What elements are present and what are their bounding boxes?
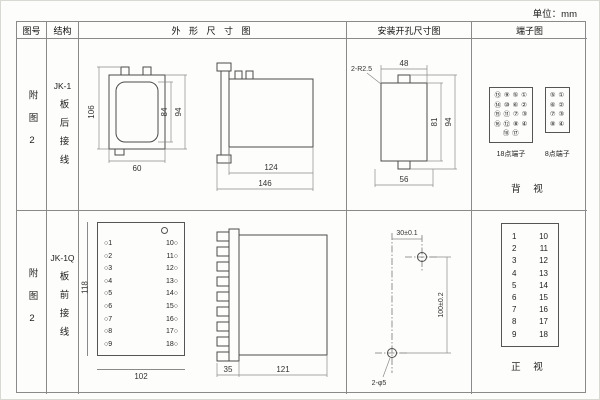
jk1-cutout-shape <box>380 74 428 170</box>
dim-102: 102 <box>134 372 148 381</box>
jk1-side-dim-lines <box>216 147 314 191</box>
hole-diameter-label: 2-φ5 <box>372 380 387 387</box>
header-terminal-drawing: 端子图 <box>472 22 587 39</box>
dim-106: 106 <box>87 105 96 119</box>
radius-callout: 2-R2.5 <box>351 66 372 73</box>
jk1-mounting-drawing: 2-R2.5 48 81 94 56 <box>351 59 457 187</box>
jk1q-mounting-texts: 30±0.1 100±0.2 2-φ5 <box>372 230 445 387</box>
dim-94: 94 <box>174 107 183 116</box>
jk1-mounting-texts: 2-R2.5 48 81 94 56 <box>351 59 453 184</box>
row1-fig-cell: 附图2 <box>17 39 47 211</box>
jk1q-mounting-dim-lines <box>382 238 451 378</box>
dim-81: 81 <box>430 117 439 126</box>
row2-mounting-cell: 30±0.1 100±0.2 2-φ5 <box>347 211 472 394</box>
dim-line-102 <box>97 369 185 370</box>
jk1q-left-terminals: ○1 ○2 ○3 ○4 ○5 ○6 ○7 ○8 ○9 <box>104 240 113 348</box>
jk1q-mounting-drawing: 30±0.1 100±0.2 2-φ5 <box>372 230 451 387</box>
screw-hole-icon <box>161 227 168 234</box>
dim-84: 84 <box>160 107 169 116</box>
dim-30: 30±0.1 <box>396 230 417 237</box>
header-structure: 结构 <box>47 22 79 39</box>
dim-124: 124 <box>264 163 278 172</box>
jk1q-side-dim-lines <box>216 355 328 377</box>
jk1q-front-view: ○1 ○2 ○3 ○4 ○5 ○6 ○7 ○8 ○9 10○ 11○ 12○ 1… <box>97 222 185 356</box>
terminal-numbers-right: 10 11 12 13 14 15 16 17 18 <box>539 232 548 339</box>
dim-100: 100±0.2 <box>438 292 445 317</box>
jk1q-terminal-columns: ○1 ○2 ○3 ○4 ○5 ○6 ○7 ○8 ○9 10○ 11○ 12○ 1… <box>98 223 184 355</box>
jk1-dim-texts: 106 84 94 60 124 146 <box>87 105 278 188</box>
terminal-block-8-label: 8点端子 <box>544 151 570 158</box>
dim-121: 121 <box>276 365 290 374</box>
terminal-block-18-label: 18点端子 <box>496 151 526 158</box>
terminal-blocks: ⑬ ⑨ ⑤ ① ⑭ ⑩ ⑥ ② ⑮ ⑪ ⑦ ③ ⑯ ⑫ ⑧ ④ ⑱ ⑰ 18点端… <box>472 87 587 159</box>
dim-118: 118 <box>80 281 90 294</box>
rear-view-label: 背 视 <box>511 184 548 195</box>
mounting-holes <box>387 252 427 358</box>
dim-48: 48 <box>400 59 409 68</box>
row2-fig-cell: 附图2 <box>17 211 47 394</box>
unit-label: 单位：mm <box>532 9 577 20</box>
row1-terminal-cell: ⑬ ⑨ ⑤ ① ⑭ ⑩ ⑥ ② ⑮ ⑪ ⑦ ③ ⑯ ⑫ ⑧ ④ ⑱ ⑰ 18点端… <box>472 39 587 211</box>
dim-35: 35 <box>224 365 233 374</box>
dim-line-118 <box>87 222 88 356</box>
jk1q-side-view: 35 121 <box>216 228 328 377</box>
dim-60: 60 <box>133 164 142 173</box>
jk1q-terminal-table: 1 2 3 4 5 6 7 8 9 10 11 12 13 14 15 16 1… <box>501 223 559 347</box>
terminal-block-8-group: ⑤ ① ⑥ ② ⑦ ③ ⑧ ④ 8点端子 <box>544 87 570 159</box>
terminal-block-18: ⑬ ⑨ ⑤ ① ⑭ ⑩ ⑥ ② ⑮ ⑪ ⑦ ③ ⑯ ⑫ ⑧ ④ ⑱ ⑰ <box>489 87 533 143</box>
row1-outline-cell: 106 84 94 60 124 146 <box>79 39 347 211</box>
centerlines <box>375 233 439 373</box>
row2-outline-cell: ○1 ○2 ○3 ○4 ○5 ○6 ○7 ○8 ○9 10○ 11○ 12○ 1… <box>79 211 347 394</box>
row2-structure-cell: JK-1Q 板前接线 <box>47 211 79 394</box>
row2-model: JK-1Q <box>50 253 75 263</box>
row1-mounting-cell: 2-R2.5 48 81 94 56 <box>347 39 472 211</box>
row1-fig-no: 附图2 <box>26 90 38 159</box>
terminal-block-18-group: ⑬ ⑨ ⑤ ① ⑭ ⑩ ⑥ ② ⑮ ⑪ ⑦ ③ ⑯ ⑫ ⑧ ④ ⑱ ⑰ 18点端… <box>489 87 533 159</box>
jk1-front-dim-lines <box>97 66 187 163</box>
jk1q-side-texts: 35 121 <box>224 365 291 374</box>
row2-wiring: 板前接线 <box>57 271 69 345</box>
header-mounting-drawing: 安装开孔尺寸图 <box>347 22 472 39</box>
terminal-block-8: ⑤ ① ⑥ ② ⑦ ③ ⑧ ④ <box>544 87 570 133</box>
jk1-outline-drawing: 106 84 94 60 124 146 <box>87 62 314 191</box>
jk1q-side-shape <box>216 228 328 362</box>
jk1-front-view <box>108 66 166 156</box>
dim-56: 56 <box>400 175 409 184</box>
row1-model: JK-1 <box>53 81 72 91</box>
terminal-numbers-left: 1 2 3 4 5 6 7 8 9 <box>512 232 517 339</box>
spec-table: 图号 结构 外 形 尺 寸 图 安装开孔尺寸图 端子图 附图2 JK-1 板后接… <box>16 21 587 394</box>
row2-fig-no: 附图2 <box>26 268 38 337</box>
jk1-side-view <box>216 62 314 164</box>
header-fig-no: 图号 <box>17 22 47 39</box>
jk1q-right-terminals: 10○ 11○ 12○ 13○ 14○ 15○ 16○ 17○ 18○ <box>165 240 178 348</box>
row1-wiring: 板后接线 <box>57 99 69 173</box>
dim-146: 146 <box>258 179 272 188</box>
front-view-label: 正 视 <box>511 362 548 373</box>
dim-94: 94 <box>444 117 453 126</box>
row1-structure-cell: JK-1 板后接线 <box>47 39 79 211</box>
header-outline-drawing: 外 形 尺 寸 图 <box>79 22 347 39</box>
row2-terminal-cell: 1 2 3 4 5 6 7 8 9 10 11 12 13 14 15 16 1… <box>472 211 587 394</box>
jk1-mounting-dim-lines <box>366 65 457 187</box>
